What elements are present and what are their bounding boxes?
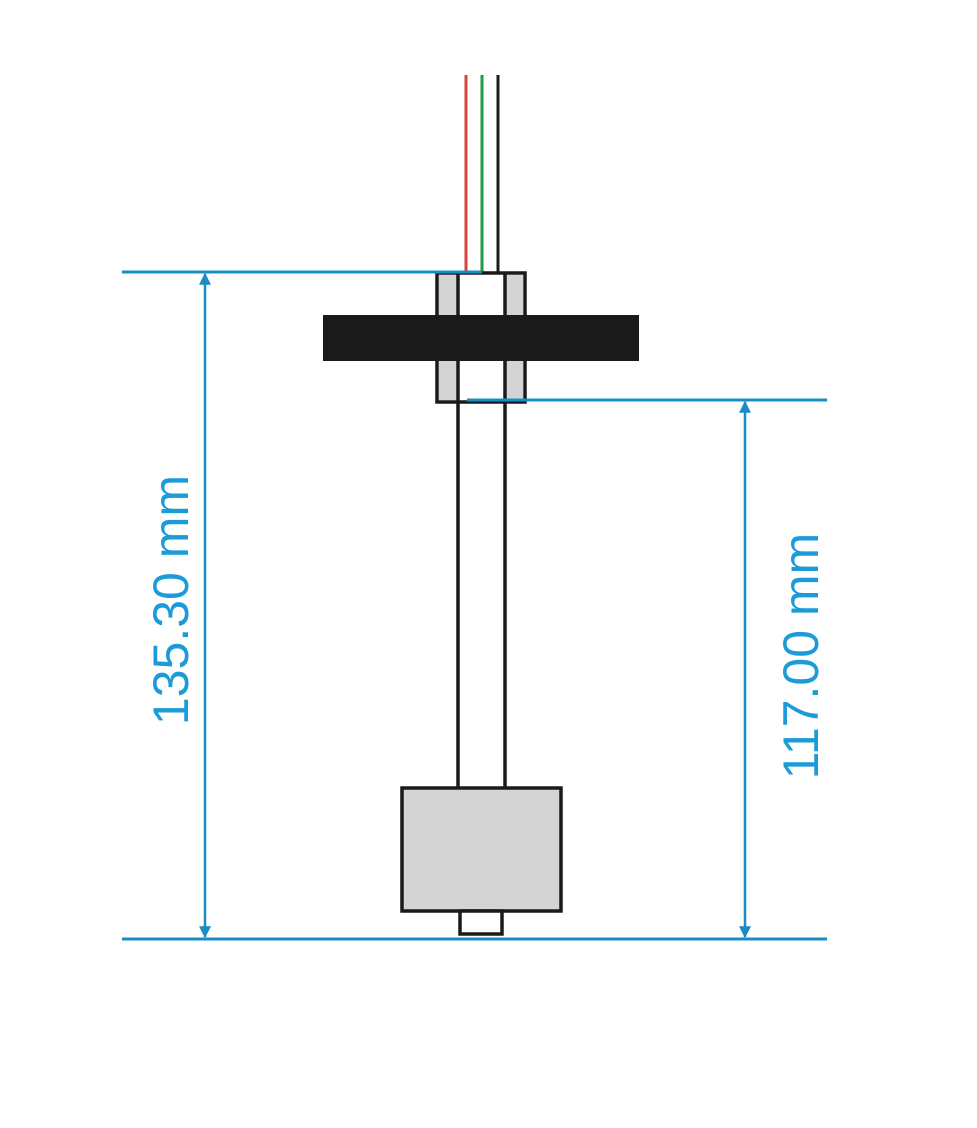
overall-height-label: 135.30 mm — [143, 475, 199, 725]
stem — [456, 402, 507, 788]
bottom-stop — [458, 909, 504, 936]
float — [400, 786, 563, 913]
mounting-flange — [323, 315, 639, 361]
stem-length-label: 117.00 mm — [773, 533, 829, 779]
